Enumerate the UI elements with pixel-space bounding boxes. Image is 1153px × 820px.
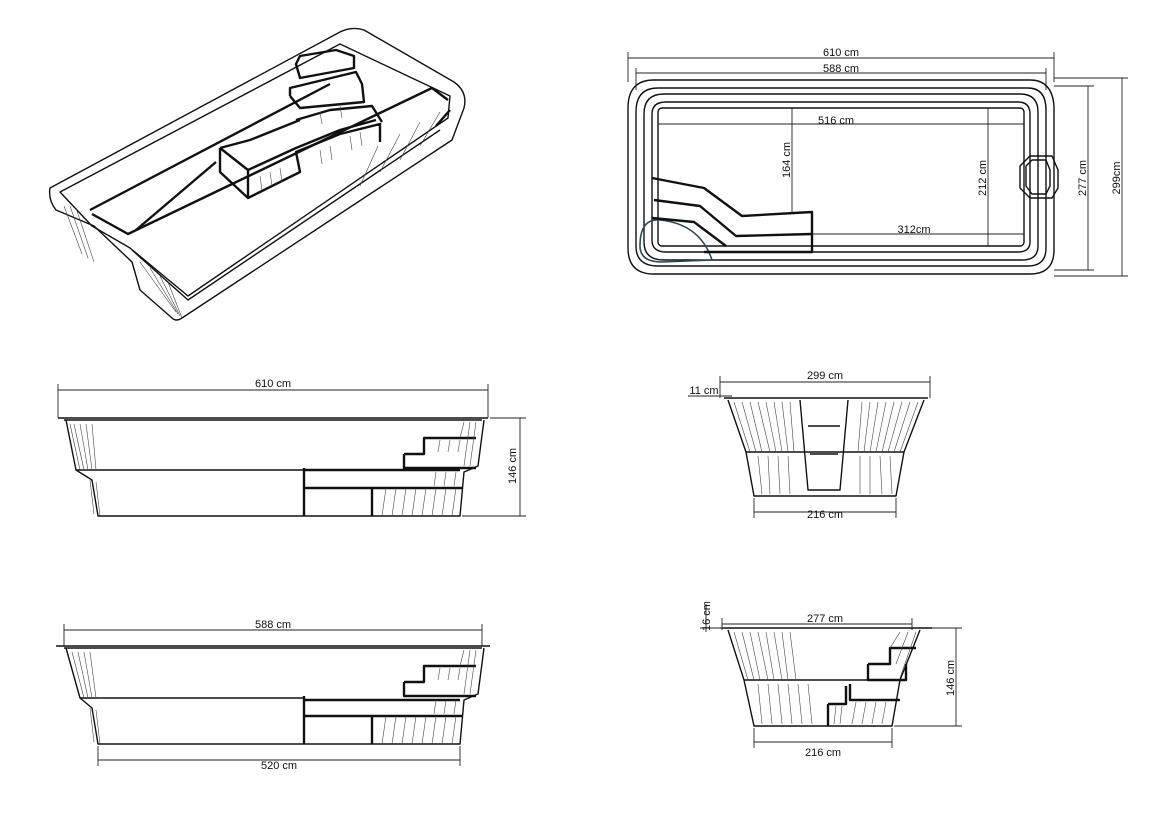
- top-view: 610 cm 588 cm 516 cm 164 cm 212 cm 312cm…: [627, 47, 1128, 277]
- dim-end2-rim: 16 cm: [701, 601, 713, 631]
- dim-top-inner-width: 277 cm: [1077, 160, 1089, 196]
- dim-end1-width: 299 cm: [807, 370, 843, 382]
- isometric-view: [48, 27, 466, 321]
- dim-top-bench-length: 312cm: [897, 224, 930, 236]
- dim-top-floor-length: 516 cm: [818, 115, 854, 127]
- dim-side1-length: 610 cm: [255, 378, 291, 390]
- dim-side2-floor: 520 cm: [261, 760, 297, 772]
- dim-end2-depth: 146 cm: [945, 660, 957, 696]
- dim-end2-floor: 216 cm: [805, 747, 841, 759]
- end-view-1: 299 cm 11 cm 216 cm: [688, 370, 931, 521]
- dim-top-inner-length: 588 cm: [823, 63, 859, 75]
- dim-side2-top: 588 cm: [255, 619, 291, 631]
- dim-end1-floor: 216 cm: [807, 509, 843, 521]
- end-view-2: 277 cm 16 cm 146 cm 216 cm: [700, 601, 962, 759]
- dim-top-total-length: 610 cm: [823, 47, 859, 59]
- side-view-1: 610 cm 146 cm: [57, 378, 526, 517]
- dim-top-floor-width: 212 cm: [977, 160, 989, 196]
- side-view-2: 588 cm 520 cm: [56, 619, 490, 772]
- dim-side1-depth: 146 cm: [507, 448, 519, 484]
- dim-end1-rim: 11 cm: [689, 385, 718, 397]
- dim-top-total-width: 299cm: [1111, 161, 1123, 194]
- dim-top-step-depth: 164 cm: [781, 142, 793, 178]
- dim-end2-width: 277 cm: [807, 613, 843, 625]
